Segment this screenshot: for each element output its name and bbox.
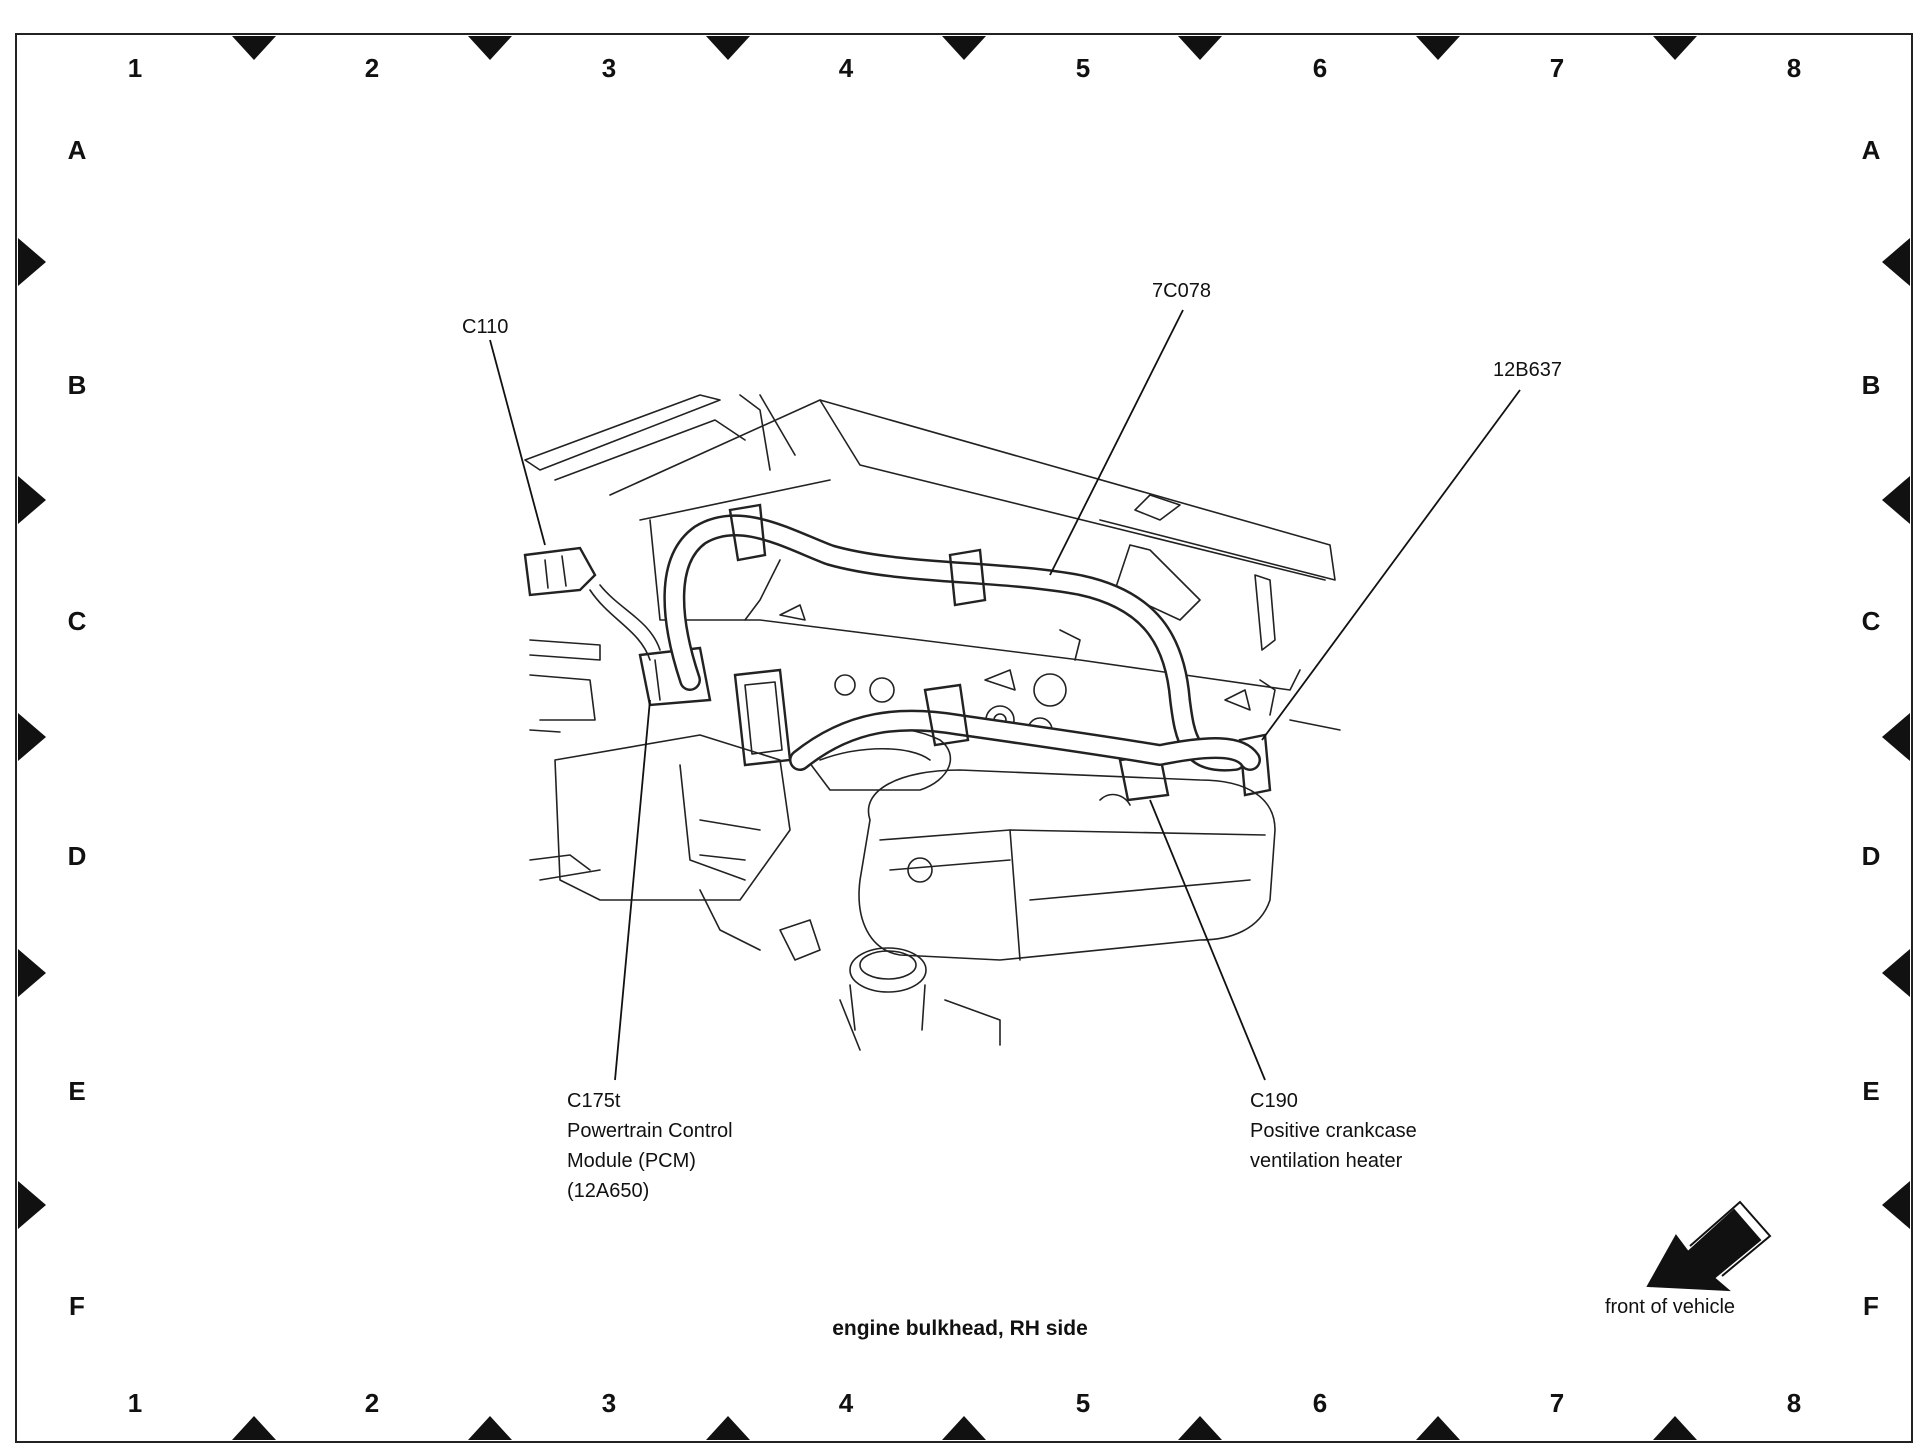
grid-marker-bottom-6 (1416, 1416, 1460, 1440)
grid-marker-right-1 (1882, 238, 1910, 286)
column-label-top-8: 8 (1787, 53, 1801, 83)
grid-marker-bottom-7 (1653, 1416, 1697, 1440)
grid-marker-right-5 (1882, 1181, 1910, 1229)
row-label-left-C: C (68, 606, 87, 636)
leader-c175t (614, 699, 651, 1081)
grid-marker-top-3 (706, 36, 750, 60)
column-label-top-7: 7 (1550, 53, 1564, 83)
grid-marker-bottom-4 (942, 1416, 986, 1440)
row-label-right-E: E (1862, 1076, 1879, 1106)
column-label-top-6: 6 (1313, 53, 1327, 83)
row-label-left-F: F (69, 1291, 85, 1321)
grid-marker-left-4 (18, 949, 46, 997)
grid-marker-bottom-3 (706, 1416, 750, 1440)
grid-marker-top-5 (1178, 36, 1222, 60)
wiring-harness-7c078 (589, 503, 1261, 772)
leader-lines (489, 309, 1521, 1081)
row-label-right-C: C (1862, 606, 1881, 636)
callout-7c078: 7C078 (1152, 280, 1211, 302)
column-label-bottom-7: 7 (1550, 1388, 1564, 1418)
leader-c110 (489, 339, 546, 546)
column-label-top-5: 5 (1076, 53, 1090, 83)
grid-marker-top-7 (1653, 36, 1697, 60)
column-label-bottom-4: 4 (839, 1388, 854, 1418)
row-label-right-A: A (1862, 135, 1881, 165)
grid-marker-top-1 (232, 36, 276, 60)
row-label-left-B: B (68, 370, 87, 400)
grid-marker-left-5 (18, 1181, 46, 1229)
row-labels-left: A B C D E F (68, 135, 87, 1321)
row-labels-right: A B C D E F (1862, 135, 1881, 1321)
grid-marker-left-3 (18, 713, 46, 761)
grid-marker-right-2 (1882, 476, 1910, 524)
leader-12b637 (1261, 389, 1521, 741)
column-label-top-4: 4 (839, 53, 854, 83)
grid-marker-top-4 (942, 36, 986, 60)
column-label-top-2: 2 (365, 53, 379, 83)
leader-c190 (1149, 799, 1266, 1081)
diagram-caption: engine bulkhead, RH side (832, 1317, 1088, 1340)
column-label-bottom-2: 2 (365, 1388, 379, 1418)
diagram-frame (15, 33, 1913, 1443)
leader-7c078 (1049, 309, 1184, 576)
grid-marker-bottom-5 (1178, 1416, 1222, 1440)
callout-c110: C110 (462, 316, 508, 338)
column-label-bottom-8: 8 (1787, 1388, 1801, 1418)
column-labels-top: 1 2 3 4 5 6 7 8 (128, 53, 1801, 83)
column-label-bottom-6: 6 (1313, 1388, 1327, 1418)
grid-marker-top-6 (1416, 36, 1460, 60)
grid-marker-bottom-2 (468, 1416, 512, 1440)
row-label-left-A: A (68, 135, 87, 165)
grid-marker-top-2 (468, 36, 512, 60)
front-arrow-icon (1646, 1200, 1772, 1292)
column-label-top-3: 3 (602, 53, 616, 83)
callout-c175t: C175t Powertrain Control Module (PCM) (1… (567, 1090, 738, 1202)
column-label-bottom-1: 1 (128, 1388, 142, 1418)
grid-marker-left-1 (18, 238, 46, 286)
grid-marker-right-4 (1882, 949, 1910, 997)
callout-c190: C190 Positive crankcase ventilation heat… (1250, 1090, 1422, 1172)
callout-12b637: 12B637 (1493, 359, 1562, 381)
row-label-right-B: B (1862, 370, 1881, 400)
column-label-top-1: 1 (128, 53, 142, 83)
front-of-vehicle-label: front of vehicle (1605, 1296, 1735, 1318)
row-label-left-E: E (68, 1076, 85, 1106)
row-label-right-F: F (1863, 1291, 1879, 1321)
grid-marker-bottom-1 (232, 1416, 276, 1440)
column-label-bottom-3: 3 (602, 1388, 616, 1418)
row-label-left-D: D (68, 841, 87, 871)
grid-marker-left-2 (18, 476, 46, 524)
grid-markers (18, 36, 1910, 1440)
column-label-bottom-5: 5 (1076, 1388, 1090, 1418)
grid-marker-right-3 (1882, 713, 1910, 761)
column-labels-bottom: 1 2 3 4 5 6 7 8 (128, 1388, 1801, 1418)
row-label-right-D: D (1862, 841, 1881, 871)
